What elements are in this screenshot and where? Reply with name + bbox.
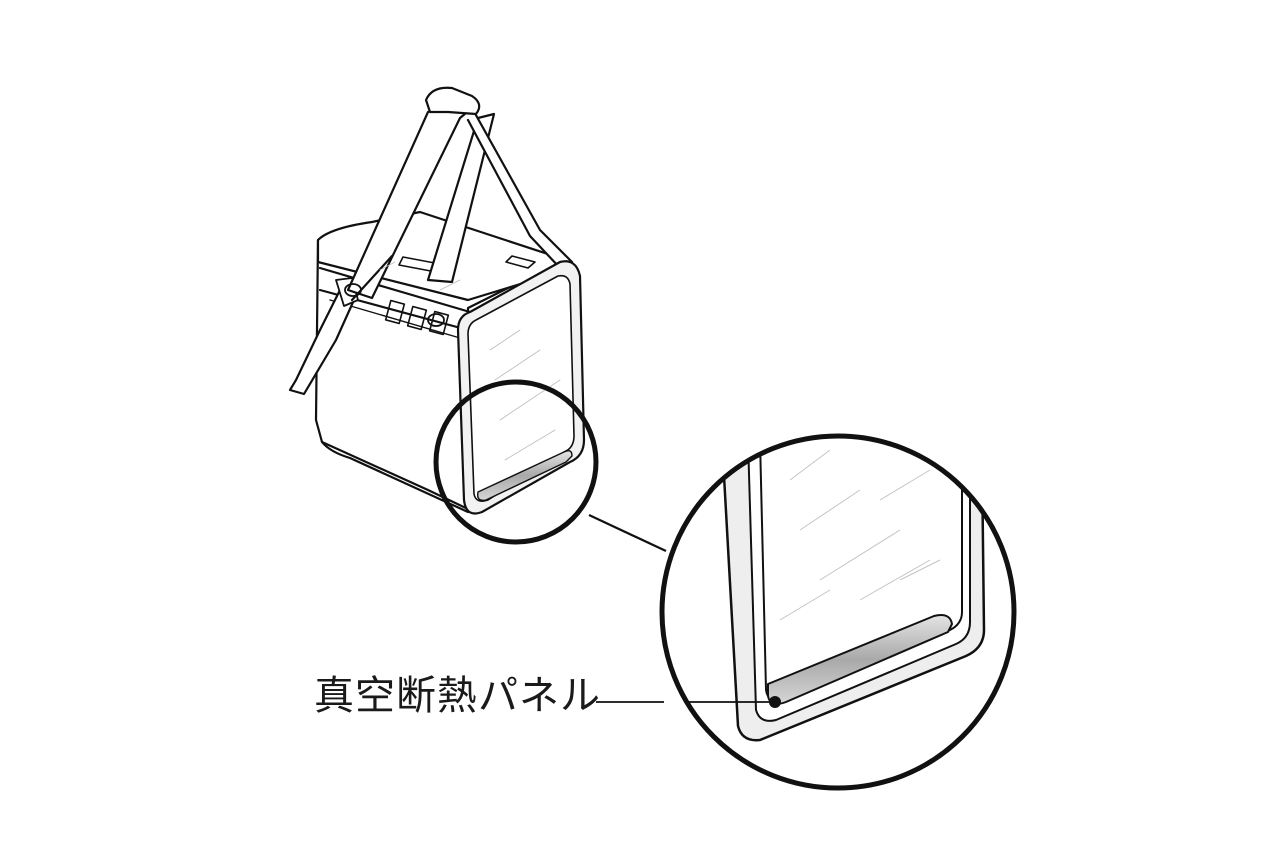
carry-handle-back [426,112,496,284]
shoulder-strap [288,288,356,396]
magnify-callout [433,379,667,552]
vacuum-insulation-panel-label: 真空断熱パネル [314,673,601,719]
handle-grip [424,86,481,116]
callout-connector-line [588,514,667,552]
small-callout-circle [433,379,599,545]
cooler-bag-illustration [288,86,586,515]
magnified-detail [659,433,1017,791]
panel-bar-small [476,449,573,502]
large-callout-circle [659,433,1017,791]
